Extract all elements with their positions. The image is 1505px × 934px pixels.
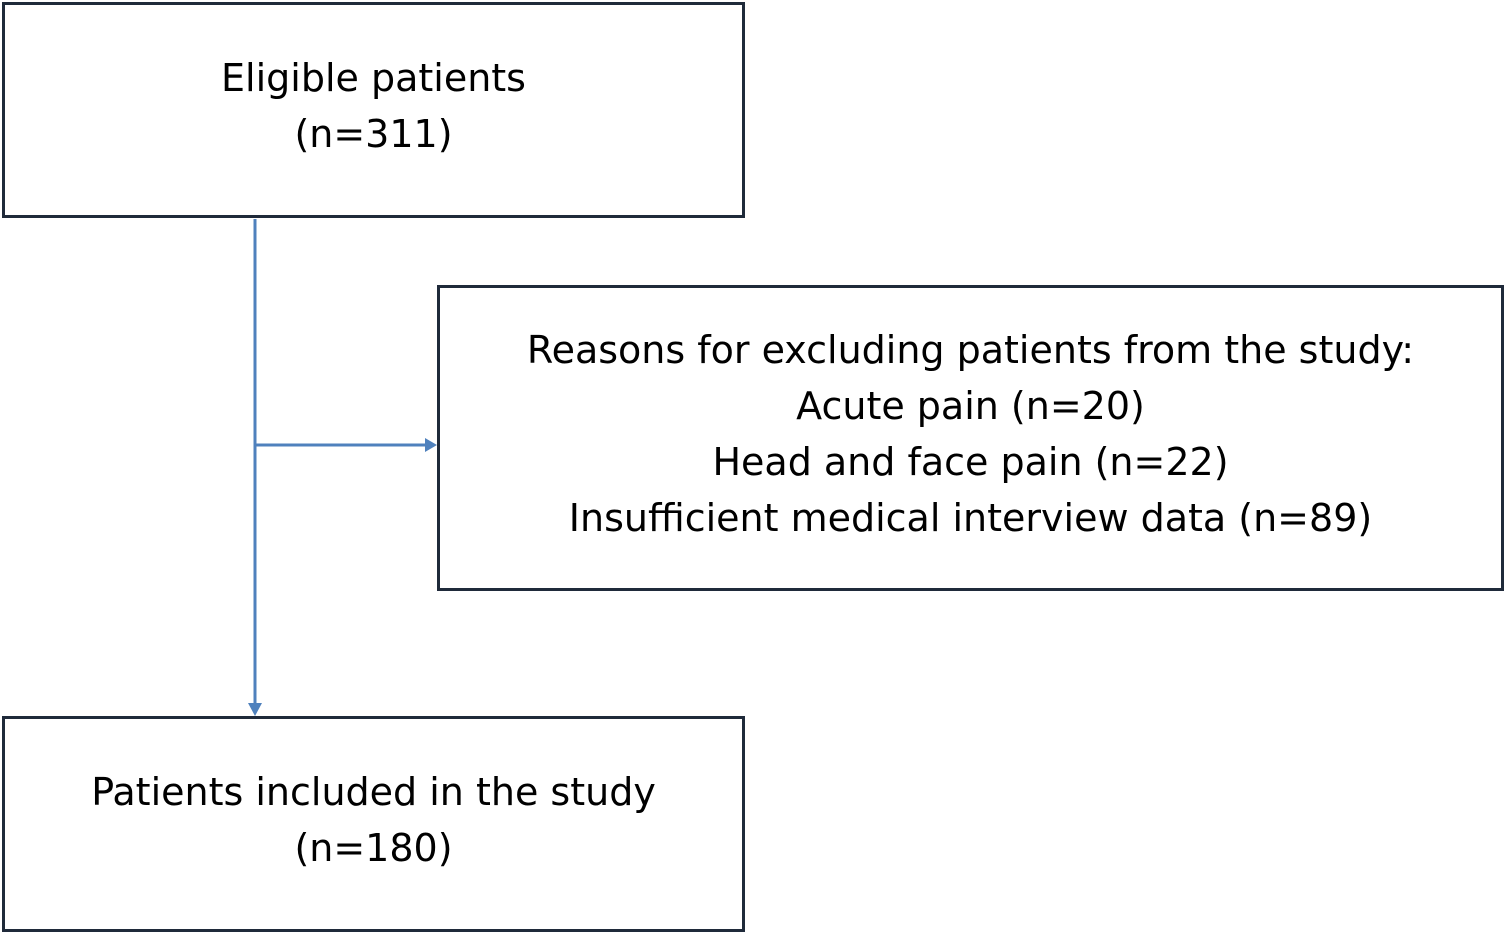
included-patients-box: Patients included in the study (n=180)	[2, 716, 745, 932]
exclusion-reasons-box: Reasons for excluding patients from the …	[437, 285, 1504, 591]
eligible-patients-count: (n=311)	[294, 112, 453, 156]
eligible-patients-box: Eligible patients (n=311)	[2, 2, 745, 218]
included-patients-count: (n=180)	[294, 826, 453, 870]
exclusion-heading: Reasons for excluding patients from the …	[526, 328, 1415, 372]
arrowhead-right-icon	[425, 438, 437, 452]
exclusion-reason-acute-pain: Acute pain (n=20)	[796, 384, 1145, 428]
included-patients-label: Patients included in the study	[91, 770, 656, 814]
eligible-patients-label: Eligible patients	[221, 56, 526, 100]
exclusion-reason-insufficient-data: Insufficient medical interview data (n=8…	[568, 496, 1373, 540]
arrowhead-down-icon	[248, 703, 262, 716]
exclusion-reason-head-face-pain: Head and face pain (n=22)	[712, 440, 1229, 484]
